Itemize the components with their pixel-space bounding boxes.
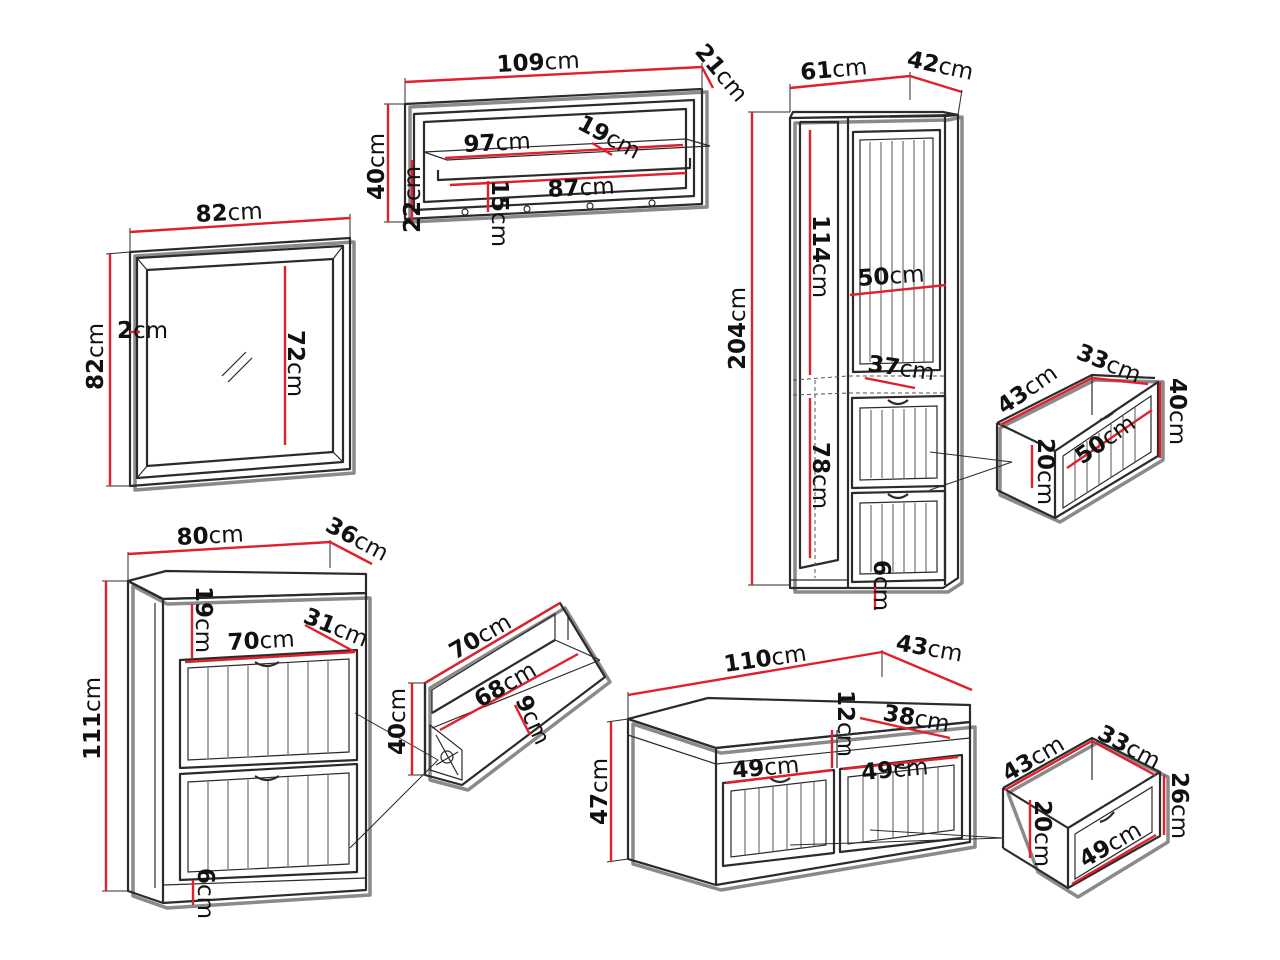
- shoe-cabinet-depth-label: 36cm: [321, 512, 392, 566]
- cabinet-drawer-height-label: 40cm: [1164, 378, 1190, 445]
- cabinet-height-label: 204cm: [725, 287, 751, 370]
- wall-shelf-depth-label: 21cm: [689, 39, 752, 107]
- wall-shelf-hook-height-label: 15cm: [486, 180, 512, 247]
- shoe-cabinet-top-gap-label: 19cm: [190, 586, 216, 653]
- shoe-flap-height-label: 40cm: [385, 688, 411, 755]
- shoe-cabinet: 80cm 36cm 111cm 19cm 70cm 31cm 6cm: [80, 512, 393, 919]
- bench-drawer-left-label: 49cm: [731, 752, 800, 784]
- mirror-glass-height-label: 72cm: [282, 330, 308, 397]
- shoe-cabinet-width-label: 80cm: [176, 522, 244, 551]
- bench-inner-depth-label: 38cm: [881, 700, 952, 737]
- wall-shelf-shelf-width-label: 97cm: [463, 129, 531, 158]
- wall-shelf-width-label: 109cm: [496, 48, 580, 78]
- shoe-flap: 70cm 68cm 40cm 9cm: [349, 601, 612, 849]
- wall-shelf-shelf-depth-label: 19cm: [573, 110, 644, 164]
- bench-drawer-right-label: 49cm: [860, 754, 929, 786]
- bench-drawer-inner-height-label: 20cm: [1029, 800, 1055, 867]
- bench-drawer-height-label: 26cm: [1166, 772, 1192, 839]
- shoe-cabinet-inner-depth-label: 31cm: [300, 603, 372, 652]
- shoe-cabinet-height-label: 111cm: [80, 677, 106, 760]
- cabinet-inner-width-label: 50cm: [857, 261, 926, 292]
- cabinet-width-label: 61cm: [799, 54, 868, 86]
- mirror-width-label: 82cm: [195, 199, 263, 228]
- bench-height-label: 47cm: [587, 758, 613, 825]
- cabinet-plinth-label: 6cm: [868, 560, 894, 611]
- bench-drawer-inner-depth-label: 33cm: [1093, 720, 1164, 774]
- mirror-frame-label: 2cm: [117, 318, 168, 344]
- tall-cabinet: 61cm 42cm 204cm 114cm 50cm 37cm 78cm 6cm: [725, 46, 976, 611]
- wall-shelf-height-label: 40cm: [364, 133, 390, 200]
- bench: 110cm 43cm 47cm 12cm 38cm 49cm 49cm: [587, 630, 977, 892]
- cabinet-upper-height-label: 114cm: [807, 215, 833, 298]
- bench-width-label: 110cm: [722, 641, 808, 678]
- wall-shelf-side-height-label: 22cm: [400, 166, 426, 233]
- mirror-height-label: 82cm: [83, 323, 109, 390]
- wall-shelf: 109cm 21cm 40cm 97cm 19cm 87cm 22cm 15cm: [364, 39, 752, 247]
- bench-depth-label: 43cm: [894, 630, 965, 667]
- cabinet-drawer-inner-height-label: 20cm: [1032, 438, 1058, 505]
- wall-shelf-rail-width-label: 87cm: [547, 174, 615, 203]
- cabinet-lower-height-label: 78cm: [807, 442, 833, 509]
- cabinet-drawer: 43cm 33cm 40cm 50cm 20cm: [929, 339, 1190, 524]
- shoe-cabinet-plinth-label: 6cm: [192, 868, 218, 919]
- bench-top-gap-label: 12cm: [832, 690, 858, 757]
- shoe-cabinet-flap-width-label: 70cm: [227, 627, 295, 656]
- mirror: 82cm 82cm 2cm 72cm: [83, 199, 356, 492]
- cabinet-shelf-depth-label: 37cm: [866, 351, 936, 386]
- cabinet-depth-label: 42cm: [905, 46, 976, 85]
